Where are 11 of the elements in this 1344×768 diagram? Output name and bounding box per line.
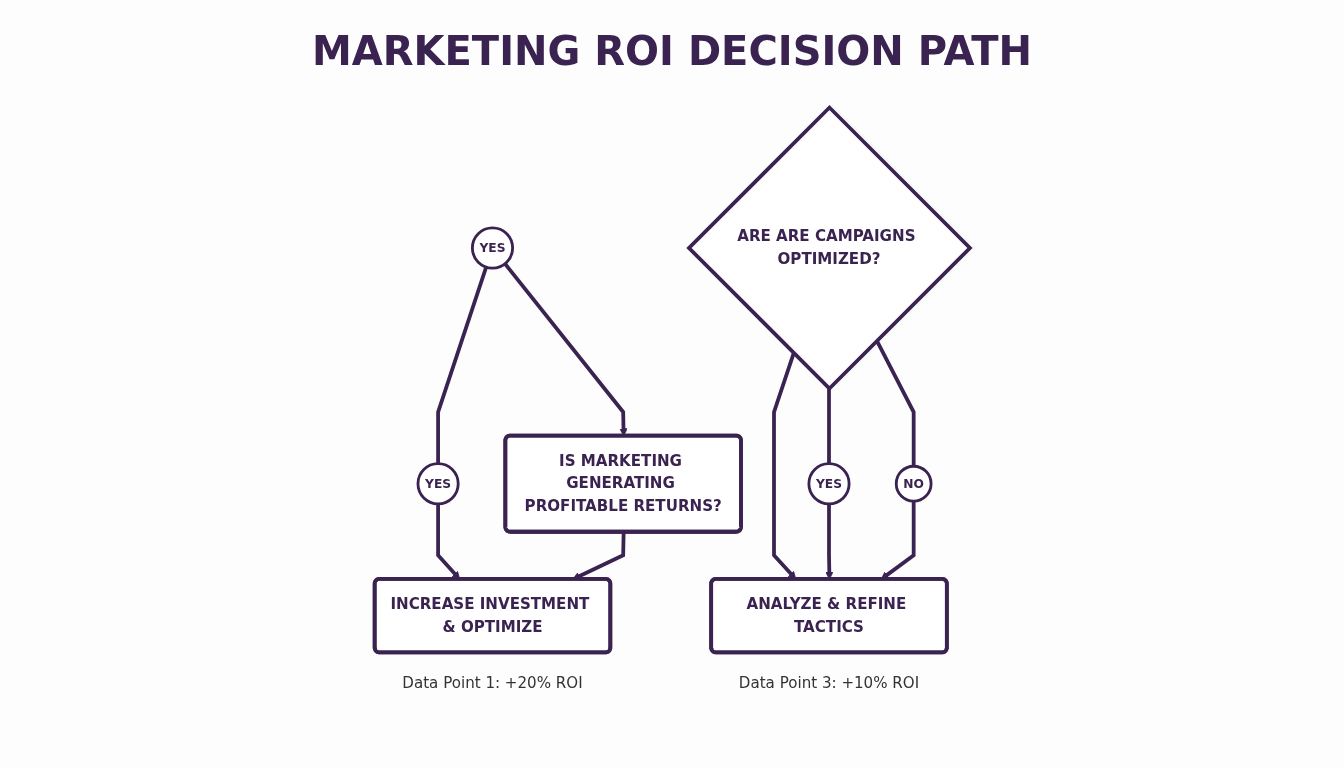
node-circle: NO xyxy=(894,464,933,503)
connector xyxy=(436,266,488,464)
connector xyxy=(827,388,831,464)
node-label: Data Point 1: +20% ROI xyxy=(402,674,583,693)
connector xyxy=(875,339,916,467)
node-circle: YES xyxy=(416,462,460,506)
node-circle: YES xyxy=(470,226,515,270)
node-circle: YES xyxy=(807,462,851,506)
diagram-title: MARKETING ROI DECISION PATH xyxy=(311,28,1033,74)
node-label: Data Point 3: +10% ROI xyxy=(738,674,920,693)
node-diamond: ARE ARE CAMPAIGNS OPTIMIZED? xyxy=(686,104,973,392)
